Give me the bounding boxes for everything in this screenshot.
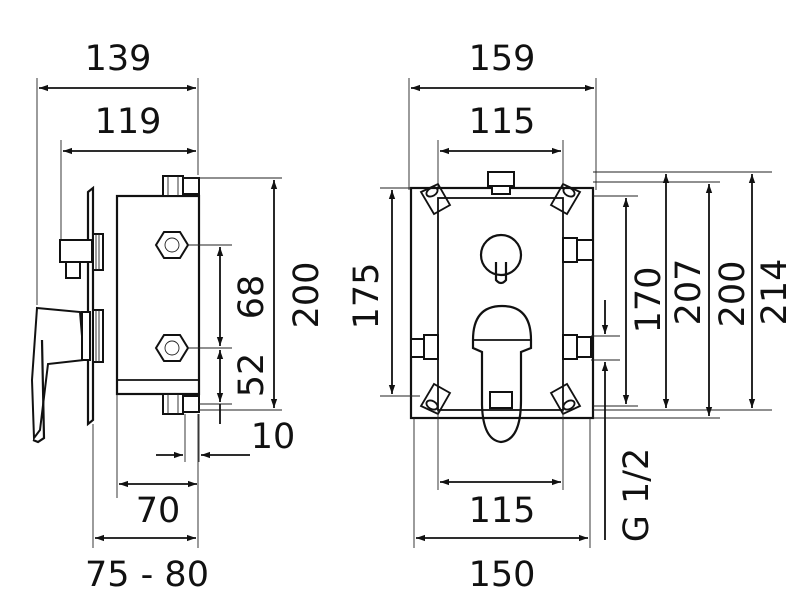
dim-214: 214 <box>755 259 795 326</box>
dim-175: 175 <box>347 263 387 330</box>
dim-68: 68 <box>232 275 272 320</box>
dim-115-top: 115 <box>469 102 536 142</box>
dim-75-80: 75 - 80 <box>85 555 209 595</box>
diverter-ring <box>479 233 523 277</box>
hex-port-lower <box>154 334 190 362</box>
lever-handle <box>30 306 86 441</box>
dim-159: 159 <box>469 39 536 79</box>
wall-plate <box>86 185 95 427</box>
valve-body <box>115 194 201 396</box>
housing-inner <box>437 197 564 411</box>
lever-front <box>471 304 533 444</box>
diverter-knob <box>59 239 93 263</box>
top-outlet <box>487 171 515 187</box>
dim-70: 70 <box>136 491 181 531</box>
dim-207: 207 <box>669 259 709 326</box>
thread-label: G 1/2 <box>617 448 657 543</box>
mounting-ears <box>419 182 582 416</box>
dim-170: 170 <box>629 267 669 334</box>
dim-150: 150 <box>469 555 536 595</box>
front-view: 159 115 <box>347 39 795 595</box>
side-view: 139 119 <box>30 39 327 595</box>
hex-port-upper <box>154 231 190 259</box>
dim-115-bottom: 115 <box>469 491 536 531</box>
dim-10: 10 <box>251 417 296 457</box>
dim-200-front: 200 <box>713 261 753 328</box>
dim-119: 119 <box>95 102 162 142</box>
dim-139: 139 <box>85 39 152 79</box>
dim-200-side: 200 <box>287 262 327 329</box>
dim-52: 52 <box>232 353 272 398</box>
